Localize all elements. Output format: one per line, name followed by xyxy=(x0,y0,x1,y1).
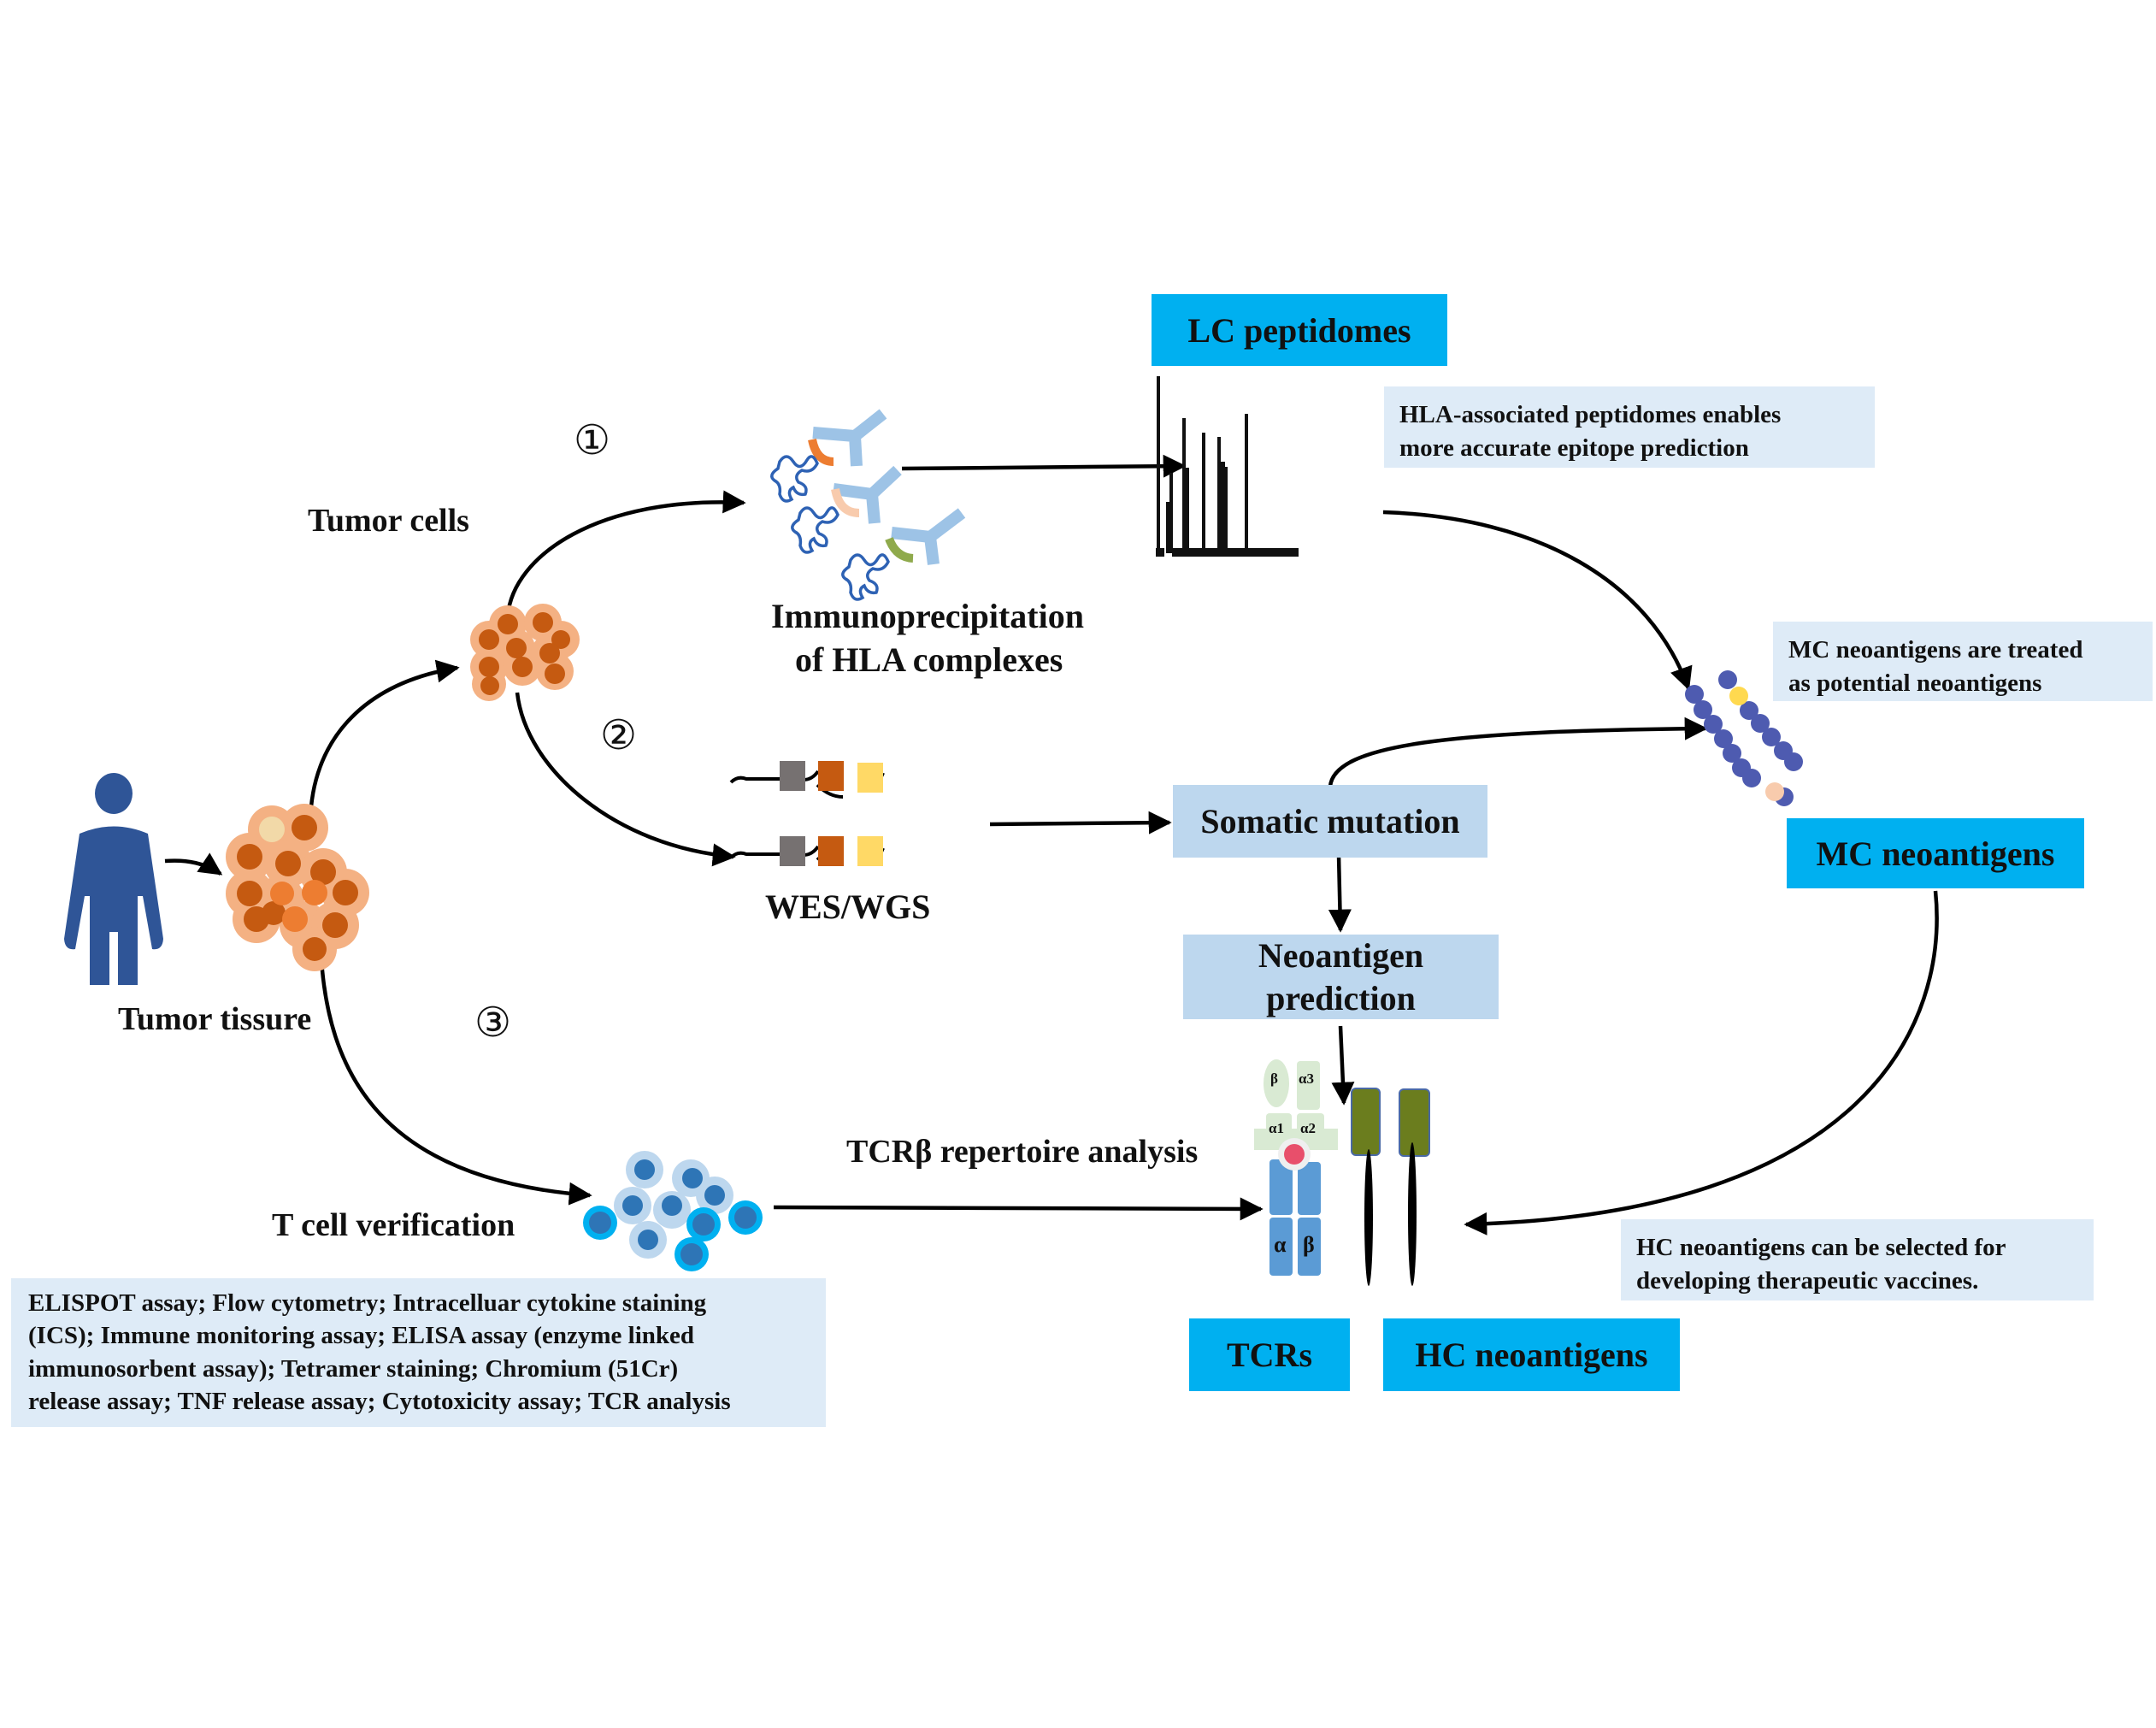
arrow-wes-to-somatic xyxy=(989,811,1172,835)
hc-neoantigen-icon xyxy=(1351,1088,1430,1286)
arrow-tissue-to-tumor-cells xyxy=(308,659,460,822)
t-cell-cluster-icon xyxy=(583,1151,763,1271)
assays-line3: immunosorbent assay); Tetramer staining;… xyxy=(28,1354,679,1383)
tumor-tissue-label: Tumor tissure xyxy=(118,1001,312,1037)
arrow-ip-to-ms xyxy=(901,454,1187,478)
neoantigen-prediction-line1: Neoantigen xyxy=(1258,935,1424,975)
hla-beta2m-label: β xyxy=(1270,1070,1278,1087)
arrow-somatic-to-prediction xyxy=(1328,854,1352,933)
immunoprecipitation-label-line2: of HLA complexes xyxy=(795,640,1063,679)
neoantigen-prediction-box: Neoantigen prediction xyxy=(1183,935,1499,1019)
arrow-tumor-cells-to-wes xyxy=(515,692,736,867)
hla-alpha1-label: α1 xyxy=(1269,1120,1284,1136)
arrow-prediction-to-hc xyxy=(1331,1025,1355,1106)
hla-antibody-complex-icon xyxy=(770,409,966,601)
hla-note-line1: HLA-associated peptidomes enables xyxy=(1399,401,1782,428)
mc-neoantigens-title: MC neoantigens xyxy=(1816,834,2055,873)
somatic-mutation-box: Somatic mutation xyxy=(1173,785,1487,858)
arrow-tcells-to-tcr xyxy=(773,1197,1264,1221)
step-2-marker: ② xyxy=(600,711,638,759)
lc-peptidomes-box: LC peptidomes xyxy=(1152,294,1447,366)
tumor-cells-icon xyxy=(470,604,580,701)
tcr-beta-label: β xyxy=(1303,1232,1315,1257)
peptide-bead-chains-icon xyxy=(1685,670,1803,806)
arrow-somatic-to-mc xyxy=(1328,717,1708,787)
assays-line2: (ICS); Immune monitoring assay; ELISA as… xyxy=(28,1322,695,1350)
wes-wgs-label: WES/WGS xyxy=(765,888,931,926)
hc-neoantigens-note: HC neoantigens can be selected for devel… xyxy=(1621,1219,2094,1300)
person-icon xyxy=(64,773,163,985)
step-1-marker: ① xyxy=(574,416,611,464)
mass-spectrum-icon xyxy=(1156,376,1299,557)
tcr-repertoire-label: TCRβ repertoire analysis xyxy=(846,1134,1199,1170)
hla-alpha3-label: α3 xyxy=(1299,1070,1314,1087)
hla-peptidomes-note: HLA-associated peptidomes enables more a… xyxy=(1384,386,1875,468)
flow-arrows xyxy=(164,454,1939,1236)
assays-line4: release assay; TNF release assay; Cytoto… xyxy=(28,1387,731,1415)
hc-neoantigens-title: HC neoantigens xyxy=(1415,1336,1648,1374)
immunoprecipitation-label-line1: Immunoprecipitation xyxy=(771,597,1084,635)
hla-alpha2-label: α2 xyxy=(1300,1120,1316,1136)
t-cell-assays-note: ELISPOT assay; Flow cytometry; Intracell… xyxy=(11,1278,826,1427)
mc-neoantigens-note: MC neoantigens are treated as potential … xyxy=(1773,622,2153,701)
hc-neoantigens-box: HC neoantigens xyxy=(1383,1318,1680,1391)
mc-note-line2: as potential neoantigens xyxy=(1788,669,2042,698)
tcr-alpha-label: α xyxy=(1274,1232,1287,1257)
lc-peptidomes-title: LC peptidomes xyxy=(1187,310,1411,350)
mc-note-line1: MC neoantigens are treated xyxy=(1788,636,2083,663)
hla-note-line2: more accurate epitope prediction xyxy=(1399,434,1749,463)
arrow-person-to-tissue xyxy=(164,852,223,876)
dna-sequence-icon xyxy=(729,761,885,866)
arrow-tumor-cells-to-ip xyxy=(505,490,746,616)
hc-note-line2: developing therapeutic vaccines. xyxy=(1636,1267,1979,1295)
tcrs-box: TCRs xyxy=(1189,1318,1350,1391)
tumor-tissue-icon xyxy=(226,804,369,971)
arrow-tissue-to-tcells xyxy=(318,942,592,1206)
hc-note-line1: HC neoantigens can be selected for xyxy=(1636,1234,2006,1261)
step-3-marker: ③ xyxy=(474,999,512,1047)
arrow-ms-to-mc xyxy=(1382,510,1693,691)
assays-line1: ELISPOT assay; Flow cytometry; Intracell… xyxy=(28,1289,707,1317)
tcrs-title: TCRs xyxy=(1226,1336,1313,1374)
t-cell-verification-label: T cell verification xyxy=(272,1207,515,1243)
neoantigen-prediction-line2: prediction xyxy=(1266,978,1416,1017)
hla-tcr-complex-icon xyxy=(1254,1059,1338,1276)
somatic-mutation-title: Somatic mutation xyxy=(1200,801,1460,840)
tumor-cells-label: Tumor cells xyxy=(308,503,469,539)
mc-neoantigens-box: MC neoantigens xyxy=(1787,818,2084,888)
arrow-mc-to-hc xyxy=(1464,890,1939,1236)
